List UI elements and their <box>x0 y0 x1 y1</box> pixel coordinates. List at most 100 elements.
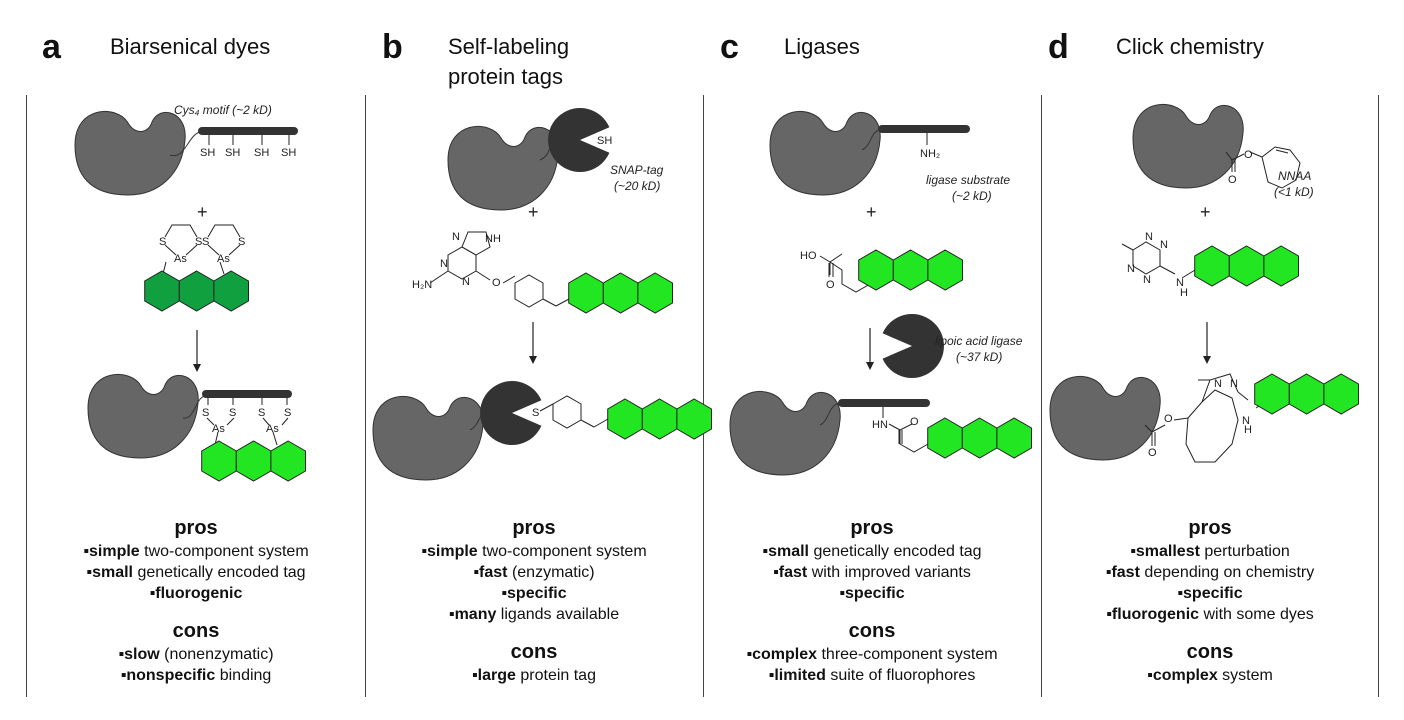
ligase-label-1: lipoic acid ligase <box>935 334 1023 348</box>
cons-c-item: ▪complex three-component system <box>746 646 998 663</box>
pros-c-item: ▪fast with improved variants <box>773 564 971 581</box>
svg-text:N: N <box>1230 378 1238 390</box>
svg-text:HO: HO <box>800 250 817 262</box>
svg-text:H: H <box>1180 287 1188 299</box>
svg-text:O: O <box>910 416 919 428</box>
protein-b-top <box>447 125 559 211</box>
svg-text:SH: SH <box>597 135 612 147</box>
arrow-b <box>528 321 538 365</box>
dye-green-d <box>1254 373 1359 415</box>
svg-text:O: O <box>826 279 835 291</box>
pros-d-item: ▪smallest perturbation <box>1130 543 1290 560</box>
pros-c-item: ▪specific <box>839 585 905 602</box>
arrow-c <box>865 327 875 371</box>
svg-text:S: S <box>159 236 166 248</box>
plus-c: + <box>866 202 877 222</box>
svg-text:N: N <box>1143 274 1151 286</box>
svg-text:N: N <box>1176 277 1184 289</box>
protein-a-top <box>74 110 186 196</box>
protein-d-top <box>1132 103 1244 189</box>
pros-a-item: ▪fluorogenic <box>149 585 243 602</box>
cons-header-d: cons <box>1186 641 1234 663</box>
pros-header-d: pros <box>1188 517 1232 539</box>
svg-text:NH₂: NH₂ <box>920 148 940 160</box>
svg-text:O: O <box>1164 413 1173 425</box>
svg-text:SH: SH <box>225 147 240 159</box>
panel-letter-d: d <box>1048 28 1069 66</box>
panel-title-d: Click chemistry <box>1116 34 1264 59</box>
pros-b-item: ▪specific <box>501 585 567 602</box>
cons-d-item: ▪complex system <box>1147 667 1273 684</box>
panel-title-b-line2: protein tags <box>448 64 563 89</box>
svg-text:SH: SH <box>200 147 215 159</box>
protein-c-top <box>769 110 881 196</box>
svg-text:N: N <box>462 276 470 288</box>
svg-text:O: O <box>1148 447 1157 459</box>
svg-text:N: N <box>1214 378 1222 390</box>
plus-d: + <box>1200 202 1211 222</box>
svg-text:S: S <box>258 407 265 419</box>
pros-b-item: ▪simple two-component system <box>421 543 647 560</box>
svg-text:N: N <box>452 231 460 243</box>
proscons-c: pros ▪small genetically encoded tag ▪fas… <box>712 515 1032 686</box>
cons-c-item: ▪limited suite of fluorophores <box>768 667 976 684</box>
panel-title-b-line1: Self-labeling <box>448 34 570 59</box>
dye-green-c <box>927 417 1032 459</box>
ligase-substrate-label-1: ligase substrate <box>926 173 1010 187</box>
svg-text:As: As <box>212 423 225 435</box>
panel-letter-a: a <box>42 28 61 66</box>
panel-letter-c: c <box>720 28 739 66</box>
arrow-a <box>192 329 202 373</box>
svg-text:H₂N: H₂N <box>412 279 432 291</box>
svg-text:SH: SH <box>254 147 269 159</box>
svg-text:S: S <box>202 236 209 248</box>
svg-text:As: As <box>174 253 187 265</box>
panel-title-a: Biarsenical dyes <box>110 34 271 59</box>
panel-d-drawing: OO NNAA (<1 kD) + NN NN NH <box>1049 103 1359 463</box>
protein-a-bottom <box>87 373 199 459</box>
svg-text:H: H <box>1244 424 1252 436</box>
divider-left <box>26 95 27 697</box>
dye-green-b-substrate <box>568 272 673 314</box>
svg-text:SH: SH <box>281 147 296 159</box>
snap-tag-label-2: (~20 kD) <box>614 179 660 193</box>
proscons-d: pros ▪smallest perturbation ▪fast depend… <box>1050 515 1370 686</box>
svg-text:NH: NH <box>485 233 501 245</box>
dye-green-b <box>607 398 712 440</box>
nnaa-label-2: (<1 kD) <box>1274 185 1314 199</box>
svg-text:S: S <box>284 407 291 419</box>
svg-text:N: N <box>1127 263 1135 275</box>
cons-a-item: ▪slow (nonenzymatic) <box>118 646 274 663</box>
protein-c-bottom <box>729 390 841 476</box>
pros-header-a: pros <box>174 517 218 539</box>
panel-title-c: Ligases <box>784 34 860 59</box>
divider-right <box>1378 95 1379 697</box>
plus-a: + <box>197 202 208 222</box>
proscons-a: pros ▪simple two-component system ▪small… <box>36 515 356 686</box>
cons-header-a: cons <box>172 620 220 642</box>
pros-d-item: ▪specific <box>1177 585 1243 602</box>
protein-b-bottom <box>372 395 484 481</box>
nnaa-label-1: NNAA <box>1278 169 1311 183</box>
svg-text:S: S <box>195 236 202 248</box>
svg-text:As: As <box>266 423 279 435</box>
ligase-substrate-bar <box>878 125 970 133</box>
svg-text:O: O <box>1244 149 1253 161</box>
cys4-motif-label: Cys₄ motif (~2 kD) <box>174 103 272 117</box>
dye-green-c-substrate <box>858 249 963 291</box>
snap-tag-label-1: SNAP-tag <box>610 163 664 177</box>
ligase-substrate-label-2: (~2 kD) <box>952 189 992 203</box>
pros-b-item: ▪many ligands available <box>448 606 620 623</box>
protein-d-bottom <box>1049 375 1161 461</box>
svg-text:N: N <box>440 258 448 270</box>
divider-a-b <box>365 95 366 697</box>
cys4-motif-bar <box>198 127 298 135</box>
panel-title-b: Self-labeling protein tags <box>448 32 569 92</box>
ligase-substrate-bound <box>838 399 930 407</box>
cons-header-c: cons <box>848 620 896 642</box>
svg-text:HN: HN <box>872 419 888 431</box>
panel-c-drawing: NH₂ ligase substrate (~2 kD) + HO O lipoi… <box>729 110 1032 476</box>
divider-b-c <box>703 95 704 697</box>
